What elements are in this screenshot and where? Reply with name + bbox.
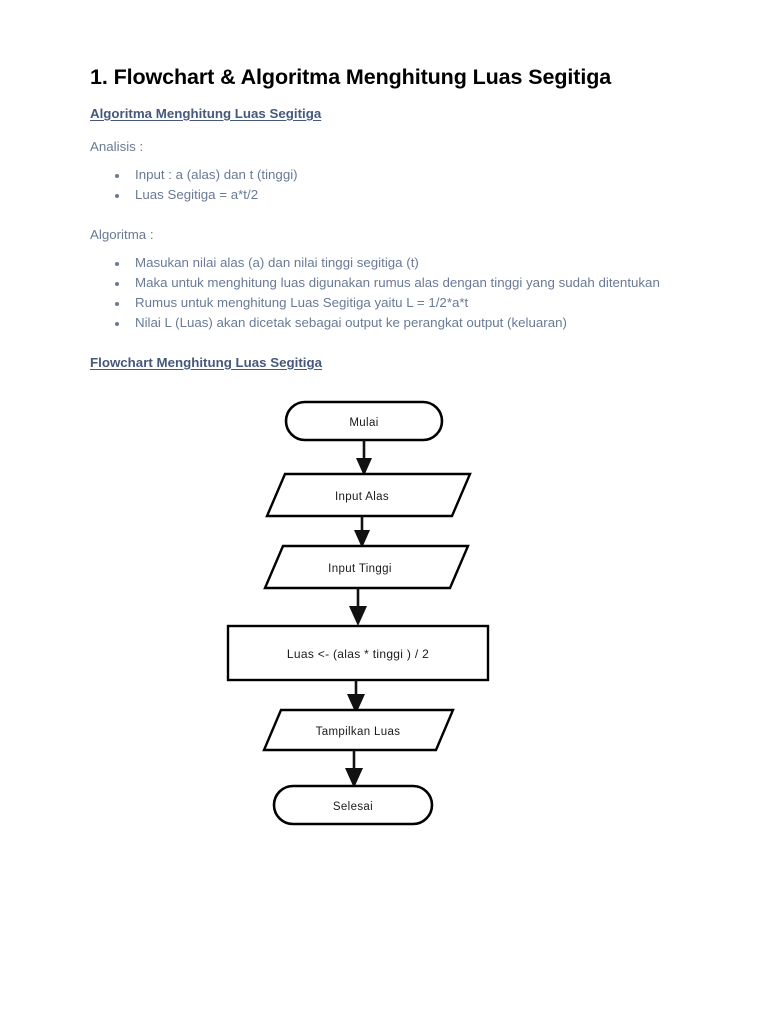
list-item-label: Input : a (alas) dan t (tinggi) [135,167,298,183]
document-content: 1. Flowchart & Algoritma Menghitung Luas… [90,64,690,386]
algoritma-list: Masukan nilai alas (a) dan nilai tinggi … [90,254,690,333]
section-heading-algoritma[interactable]: Algoritma Menghitung Luas Segitiga [90,105,322,121]
analisis-label: Analisis : [90,138,144,154]
flow-edge-in2-proc [349,588,367,626]
flow-node-input-tinggi-label: Input Tinggi [328,563,392,575]
bullet-icon [115,174,119,179]
list-item: Rumus untuk menghitung Luas Segitiga yai… [90,294,690,313]
flow-node-end-label: Selesai [333,801,373,813]
list-item-label: Maka untuk menghitung luas digunakan rum… [135,275,660,291]
bullet-icon [115,194,119,199]
list-item-label: Nilai L (Luas) akan dicetak sebagai outp… [135,314,567,330]
flow-edge-start-in1 [356,440,372,476]
bullet-icon [115,301,119,306]
section-heading-flowchart[interactable]: Flowchart Menghitung Luas Segitiga [90,354,322,370]
algoritma-label: Algoritma : [90,226,154,242]
bullet-icon [115,262,119,267]
list-item: Masukan nilai alas (a) dan nilai tinggi … [90,254,690,273]
flow-node-start-label: Mulai [349,417,378,429]
list-item: Input : a (alas) dan t (tinggi) [90,166,690,185]
list-item: Maka untuk menghitung luas digunakan rum… [90,274,690,293]
flow-edge-out-end [345,750,363,788]
flow-node-process: Luas <- (alas * tinggi ) / 2 [226,624,490,682]
bullet-icon [115,282,119,287]
flow-node-input-alas-label: Input Alas [335,491,389,503]
list-item-label: Masukan nilai alas (a) dan nilai tinggi … [135,255,419,271]
analisis-list: Input : a (alas) dan t (tinggi) Luas Seg… [90,166,690,205]
flow-node-input-alas: Input Alas [265,472,472,518]
bullet-icon [115,321,119,326]
list-item-label: Luas Segitiga = a*t/2 [135,187,259,203]
flow-node-start: Mulai [284,400,444,442]
list-item-label: Rumus untuk menghitung Luas Segitiga yai… [135,294,469,310]
list-item: Nilai L (Luas) akan dicetak sebagai outp… [90,314,690,333]
flow-node-input-tinggi: Input Tinggi [263,544,470,590]
flow-node-output: Tampilkan Luas [262,708,455,752]
flow-node-end: Selesai [272,784,434,826]
page-title: 1. Flowchart & Algoritma Menghitung Luas… [90,65,612,89]
flow-node-output-label: Tampilkan Luas [316,726,401,738]
flow-edge-in1-in2 [354,516,370,548]
list-item: Luas Segitiga = a*t/2 [90,186,690,205]
flow-node-process-label: Luas <- (alas * tinggi ) / 2 [287,647,429,661]
flow-edge-proc-out [347,680,365,714]
flowchart-diagram: Mulai Input Alas Input Tinggi [0,388,768,848]
